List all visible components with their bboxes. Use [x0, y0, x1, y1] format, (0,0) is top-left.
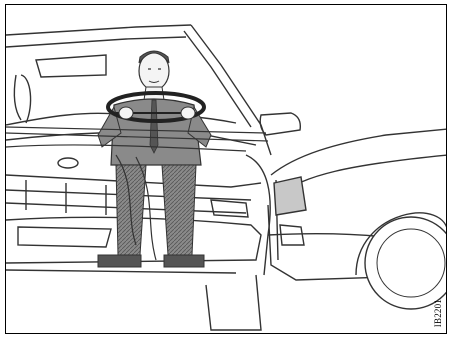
illustration-frame: IB2201 [5, 4, 447, 334]
figure-code: IB2201 [433, 299, 443, 327]
car-crash-illustration [6, 5, 447, 334]
oncoming-car [268, 129, 447, 309]
driver-figure [98, 51, 211, 267]
